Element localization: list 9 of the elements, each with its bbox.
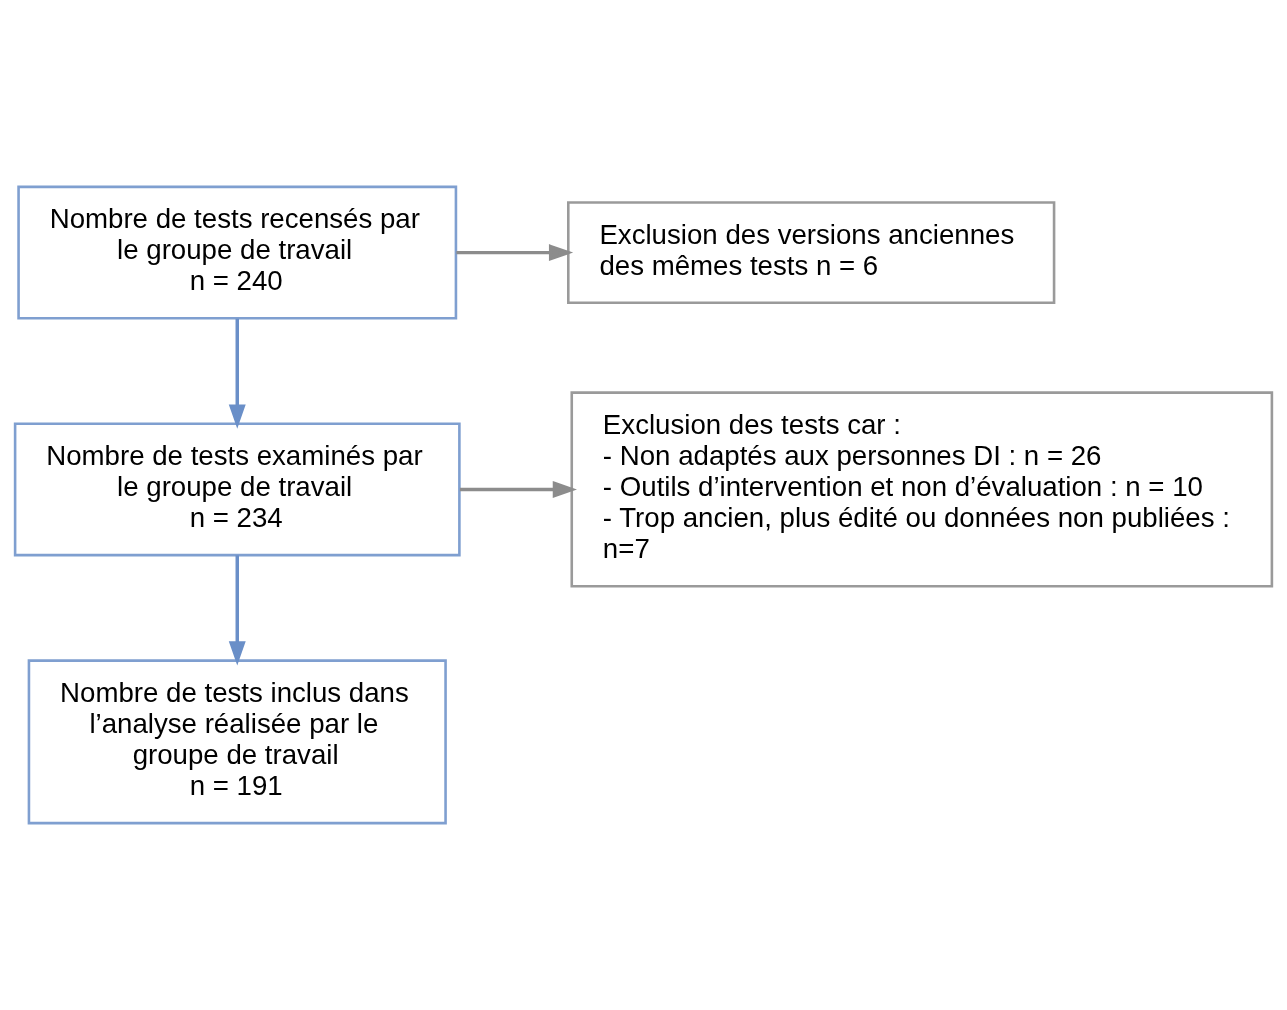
node-box: Nombre de tests examinés par le groupe de travail n = 234 <box>13 422 461 557</box>
arrow <box>228 318 246 429</box>
arrow <box>456 244 574 262</box>
arrow <box>459 480 577 498</box>
node-box: Exclusion des versions anciennes des mêmes tests n = 6 <box>567 201 1056 305</box>
node-box: Nombre de tests inclus dans l’analyse réalisée par le groupe de travail n = 191 <box>27 659 447 825</box>
node-box: Exclusion des tests car : - Non adaptés aux personnes DI : n = 26 - Outils d’intervention et non d’évaluation : n = 10 - Trop ancien, plus édité ou données non publiées : n=7 <box>570 391 1274 588</box>
node-box: Nombre de tests recensés par le groupe de travail n = 240 <box>17 185 458 320</box>
arrow <box>228 555 246 666</box>
